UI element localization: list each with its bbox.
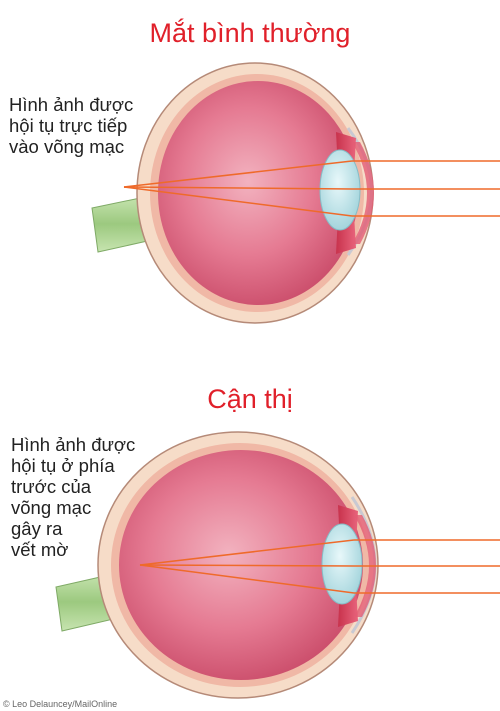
caption-line: vết mờ: [11, 539, 69, 560]
caption-line: võng mạc: [11, 497, 92, 518]
caption-line: gây ra: [11, 518, 63, 539]
light-rays: [139, 539, 500, 594]
normal-eye-diagram: [91, 62, 500, 324]
myopia-eye-diagram: [55, 431, 500, 699]
normal-eye-panel: Mắt bình thường Hình ảnh được hội tụ trự: [0, 0, 500, 355]
lens: [319, 149, 361, 231]
myopia-title: Cận thị: [207, 384, 293, 414]
normal-eye-title: Mắt bình thường: [149, 18, 351, 48]
lens: [321, 523, 363, 605]
caption-line: Hình ảnh được: [9, 94, 134, 115]
light-rays: [123, 160, 500, 217]
vitreous-body: [158, 81, 358, 305]
caption-line: Hình ảnh được: [11, 434, 136, 455]
caption-line: vào võng mạc: [9, 136, 125, 157]
caption-line: hội tụ ở phía: [11, 455, 115, 476]
myopia-panel: Cận thị Hình ảnh được hội tụ ở phía trướ…: [0, 355, 500, 711]
image-credit: © Leo Delauncey/MailOnline: [3, 699, 118, 709]
caption-line: hội tụ trực tiếp: [9, 115, 128, 136]
normal-eye-caption: Hình ảnh được hội tụ trực tiếp vào võng …: [9, 94, 133, 157]
caption-line: trước của: [11, 476, 92, 497]
myopia-caption: Hình ảnh được hội tụ ở phía trước của võ…: [11, 434, 135, 560]
anterior-chamber: [352, 142, 374, 244]
